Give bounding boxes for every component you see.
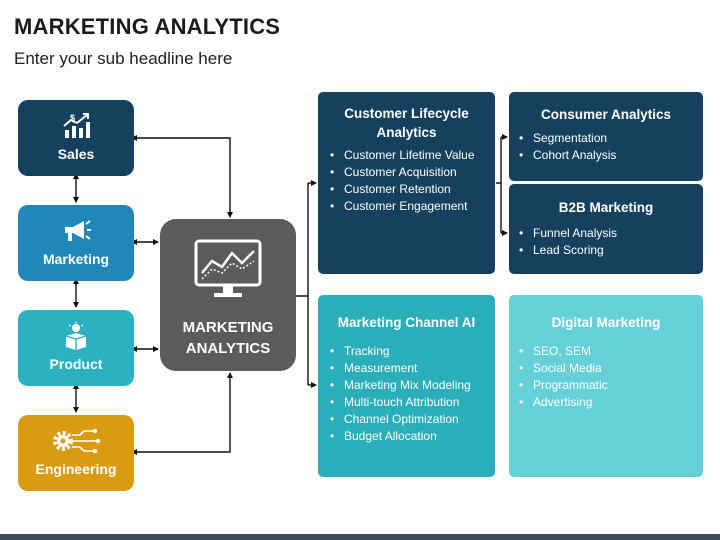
list-item: Customer Retention bbox=[330, 181, 495, 198]
b2b-marketing-list: Funnel Analysis Lead Scoring bbox=[519, 225, 703, 259]
b2b-marketing-title: B2B Marketing bbox=[558, 200, 654, 215]
center-panels-trunk bbox=[296, 183, 309, 385]
marketing-analytics-hub: MARKETING ANALYTICS bbox=[160, 219, 296, 371]
sales-center-connector bbox=[131, 135, 233, 218]
list-item: Measurement bbox=[330, 360, 495, 377]
customer-lifecycle-title: Customer Lifecycle Analytics bbox=[318, 104, 495, 142]
svg-text:$: $ bbox=[70, 113, 75, 123]
list-item: Customer Acquisition bbox=[330, 164, 495, 181]
customer-lifecycle-panel: Customer Lifecycle Analytics Customer Li… bbox=[318, 92, 495, 274]
page-title: MARKETING ANALYTICS bbox=[14, 14, 281, 39]
megaphone-icon bbox=[18, 217, 134, 245]
list-item: Tracking bbox=[330, 343, 495, 360]
gear-circuit-icon bbox=[18, 427, 134, 455]
list-item: Multi-touch Attribution bbox=[330, 394, 495, 411]
hub-label-line1: MARKETING bbox=[182, 319, 274, 336]
digital-marketing-panel: Digital Marketing SEO, SEM Social Media … bbox=[509, 295, 703, 477]
hub-label: MARKETING ANALYTICS bbox=[160, 317, 296, 359]
marketing-channel-list: Tracking Measurement Marketing Mix Model… bbox=[330, 343, 495, 445]
product-box-icon bbox=[18, 322, 134, 350]
sales-box: $ Sales bbox=[18, 100, 134, 176]
hub-label-line2: ANALYTICS bbox=[185, 340, 271, 357]
consumer-analytics-panel: Consumer Analytics Segmentation Cohort A… bbox=[509, 92, 703, 181]
page-subtitle: Enter your sub headline here bbox=[14, 49, 233, 68]
digital-marketing-list: SEO, SEM Social Media Programmatic Adver… bbox=[519, 343, 703, 411]
list-item: Segmentation bbox=[519, 130, 703, 147]
consumer-analytics-title: Consumer Analytics bbox=[540, 107, 672, 122]
consumer-analytics-list: Segmentation Cohort Analysis bbox=[519, 130, 703, 164]
list-item: Cohort Analysis bbox=[519, 147, 703, 164]
list-item: Lead Scoring bbox=[519, 242, 703, 259]
sales-label: Sales bbox=[57, 146, 95, 162]
b2b-marketing-panel: B2B Marketing Funnel Analysis Lead Scori… bbox=[509, 184, 703, 274]
list-item: Funnel Analysis bbox=[519, 225, 703, 242]
list-item: Social Media bbox=[519, 360, 703, 377]
analytics-monitor-icon bbox=[160, 239, 296, 301]
customer-lifecycle-title-line2: Analytics bbox=[376, 125, 437, 140]
list-item: Budget Allocation bbox=[330, 428, 495, 445]
marketing-box: Marketing bbox=[18, 205, 134, 281]
engineering-box: Engineering bbox=[18, 415, 134, 491]
engineering-label: Engineering bbox=[35, 461, 117, 477]
engineering-center-connector bbox=[131, 372, 233, 455]
marketing-channel-panel: Marketing Channel AI Tracking Measuremen… bbox=[318, 295, 495, 477]
list-item: Advertising bbox=[519, 394, 703, 411]
customer-lifecycle-title-line1: Customer Lifecycle bbox=[344, 106, 469, 121]
product-label: Product bbox=[49, 356, 103, 372]
product-box: Product bbox=[18, 310, 134, 386]
sales-chart-icon: $ bbox=[18, 112, 134, 140]
marketing-channel-title: Marketing Channel AI bbox=[337, 315, 476, 330]
footer-bar bbox=[0, 534, 720, 540]
digital-marketing-title: Digital Marketing bbox=[551, 315, 661, 330]
list-item: Programmatic bbox=[519, 377, 703, 394]
marketing-label: Marketing bbox=[42, 251, 110, 267]
list-item: SEO, SEM bbox=[519, 343, 703, 360]
list-item: Marketing Mix Modeling bbox=[330, 377, 495, 394]
customer-lifecycle-list: Customer Lifetime Value Customer Acquisi… bbox=[330, 147, 495, 215]
lifecycle-branch-trunk bbox=[496, 137, 502, 233]
list-item: Customer Engagement bbox=[330, 198, 495, 215]
list-item: Customer Lifetime Value bbox=[330, 147, 495, 164]
list-item: Channel Optimization bbox=[330, 411, 495, 428]
